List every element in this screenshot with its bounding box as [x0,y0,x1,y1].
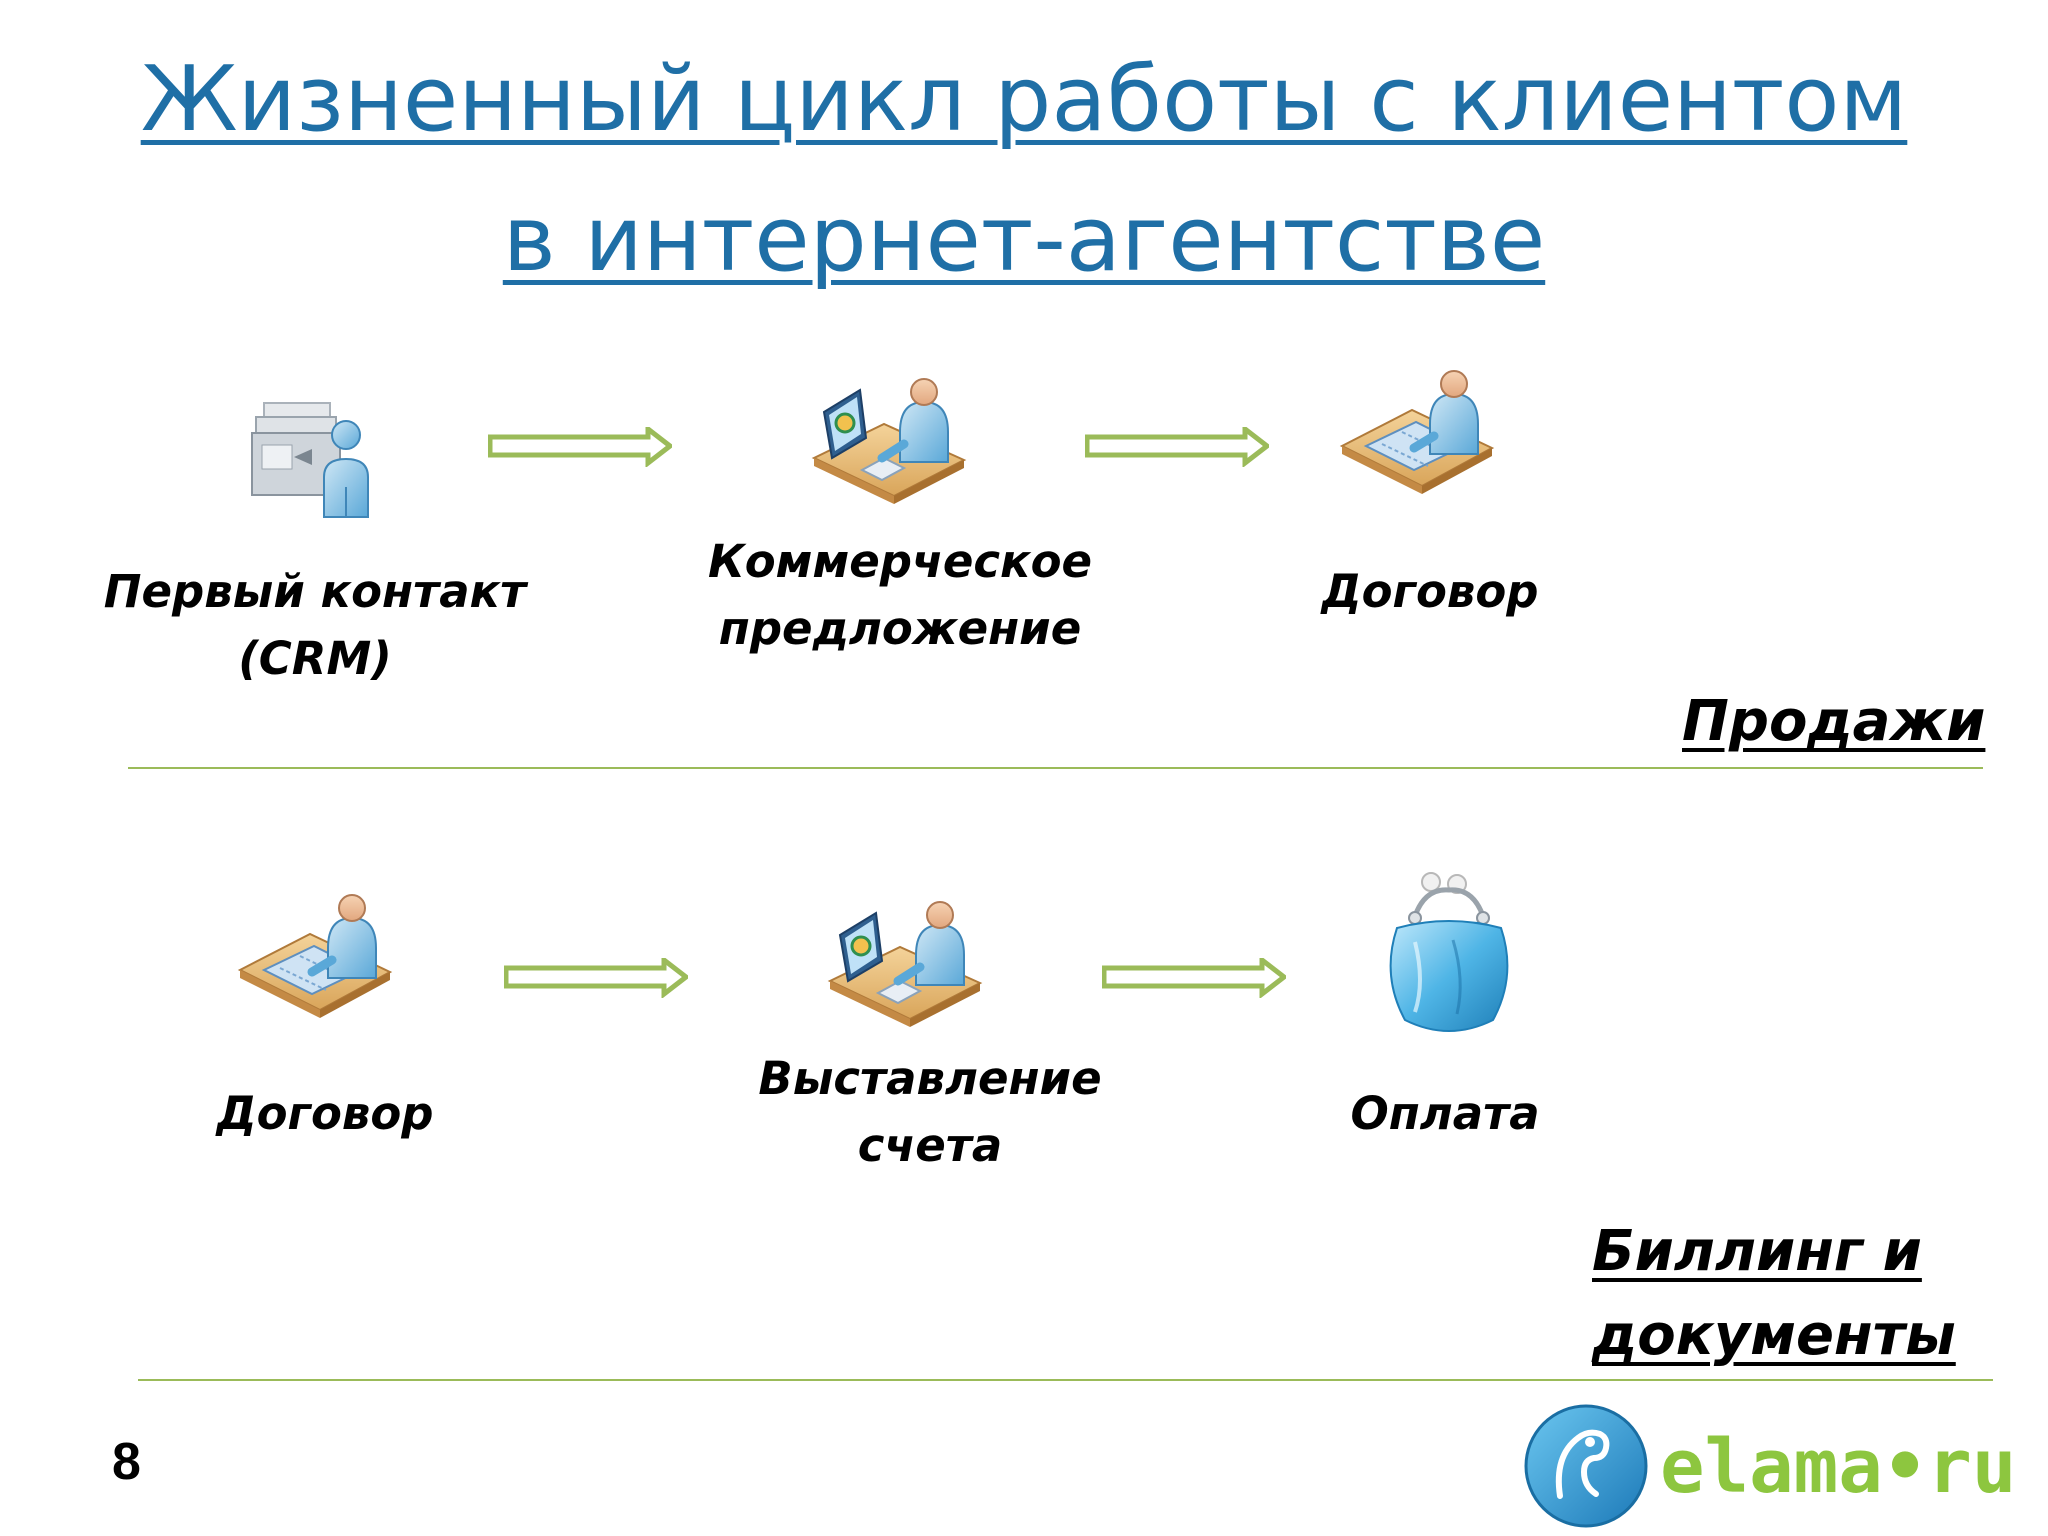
section-label-line: документы [1592,1303,1956,1368]
arrow-right-icon [1102,958,1286,1002]
section-label-sales: Продажи [1682,689,1986,754]
step-label-line: Первый контакт [103,565,527,618]
step-label-line: Выставление [758,1052,1102,1105]
computer-workstation-icon [820,895,990,1039]
arrow-right-icon [488,427,672,471]
arrow-right-icon [504,958,688,1002]
computer-workstation-icon [804,372,974,516]
step-label-payment: Оплата [1245,1080,1645,1147]
step-label-contract-billing: Договор [125,1080,525,1147]
section-divider [138,1379,1993,1381]
page-subtitle: в интернет-агентстве [0,170,2048,310]
step-label-line: предложение [718,602,1082,655]
step-label-line: счета [857,1119,1003,1172]
logo-text: elama•ru [1660,1424,2016,1510]
page-title-line2: в интернет-агентстве [502,187,1546,292]
page-number: 8 [112,1433,141,1491]
section-divider [128,767,1983,769]
step-label-first-contact: Первый контакт (CRM) [65,558,565,692]
step-label-line: Договор [1321,565,1539,618]
step-label-commercial-offer: Коммерческое предложение [650,528,1150,662]
step-label-line: (CRM) [238,632,392,685]
page-title-line1: Жизненный цикл работы с клиентом [140,47,1908,152]
arrow-right-icon [1085,427,1269,471]
section-label-billing: Биллинг и документы [1592,1210,1956,1378]
elama-logo: elama•ru [1520,1400,2040,1534]
step-label-line: Оплата [1350,1087,1540,1140]
page-title: Жизненный цикл работы с клиентом [0,30,2048,170]
step-label-invoicing: Выставление счета [680,1045,1180,1179]
crm-user-icon [250,395,380,524]
step-label-contract: Договор [1230,558,1630,625]
section-label-line: Биллинг и [1592,1219,1922,1284]
step-label-line: Коммерческое [707,535,1093,588]
step-label-line: Договор [216,1087,434,1140]
purse-icon [1375,870,1525,1049]
person-at-desk-icon [230,892,400,1036]
person-at-desk-icon [1332,368,1502,512]
